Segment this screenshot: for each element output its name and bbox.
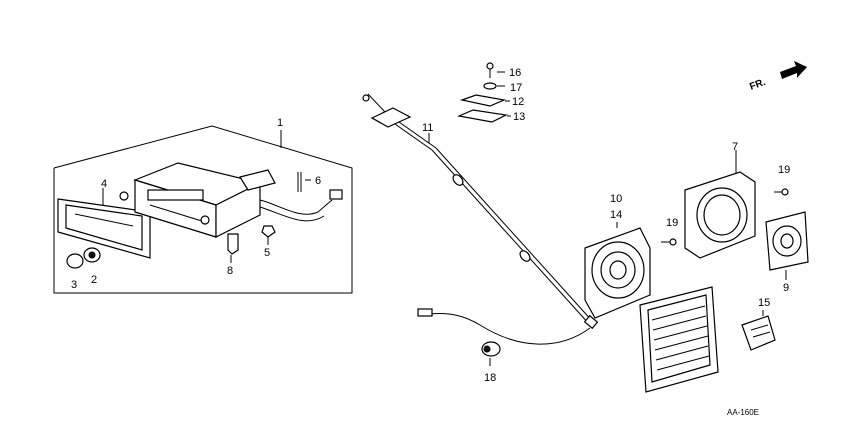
front-direction-label: FR. [748,77,767,93]
part-label: 18 [484,372,496,384]
part-label: 19 [778,164,790,176]
antenna-assembly [362,93,599,345]
part-label: 4 [101,178,107,190]
bracket-8 [227,233,239,263]
antenna-mount-parts [456,62,511,123]
part-label: 17 [510,82,522,94]
part-label: 8 [227,265,233,277]
part-label: 15 [758,297,770,309]
part-label: 10 [610,193,622,205]
speaker-10 [584,222,651,319]
speaker-adapter-7 [684,150,756,259]
part-label: 1 [277,117,283,129]
part-label: 2 [91,274,97,286]
part-label: 14 [610,209,622,221]
cable-clip-18 [481,341,501,366]
screw-19-left [661,238,677,246]
radio-bezel [57,188,151,259]
part-label: 13 [513,111,525,123]
speaker-grille [639,286,719,393]
radio-knobs [66,247,101,269]
part-label: 7 [732,141,738,153]
diagram-code: AA-160E [727,408,759,417]
part-label: 16 [509,67,521,79]
radio-unit [119,162,343,238]
part-label: 11 [422,122,433,134]
part-label: 12 [512,96,524,108]
part-label: 3 [71,279,77,291]
part-label: 9 [783,282,789,294]
part-15 [741,310,776,351]
screw-6 [297,172,311,192]
part-label: 19 [666,217,678,229]
front-arrow-icon [780,61,807,79]
radio-group-outline [53,125,353,294]
screw-19-right [774,188,789,196]
nut-5 [261,225,276,245]
tweeter-9 [765,211,809,280]
part-label: 5 [264,247,270,259]
part-label: 6 [315,175,321,187]
